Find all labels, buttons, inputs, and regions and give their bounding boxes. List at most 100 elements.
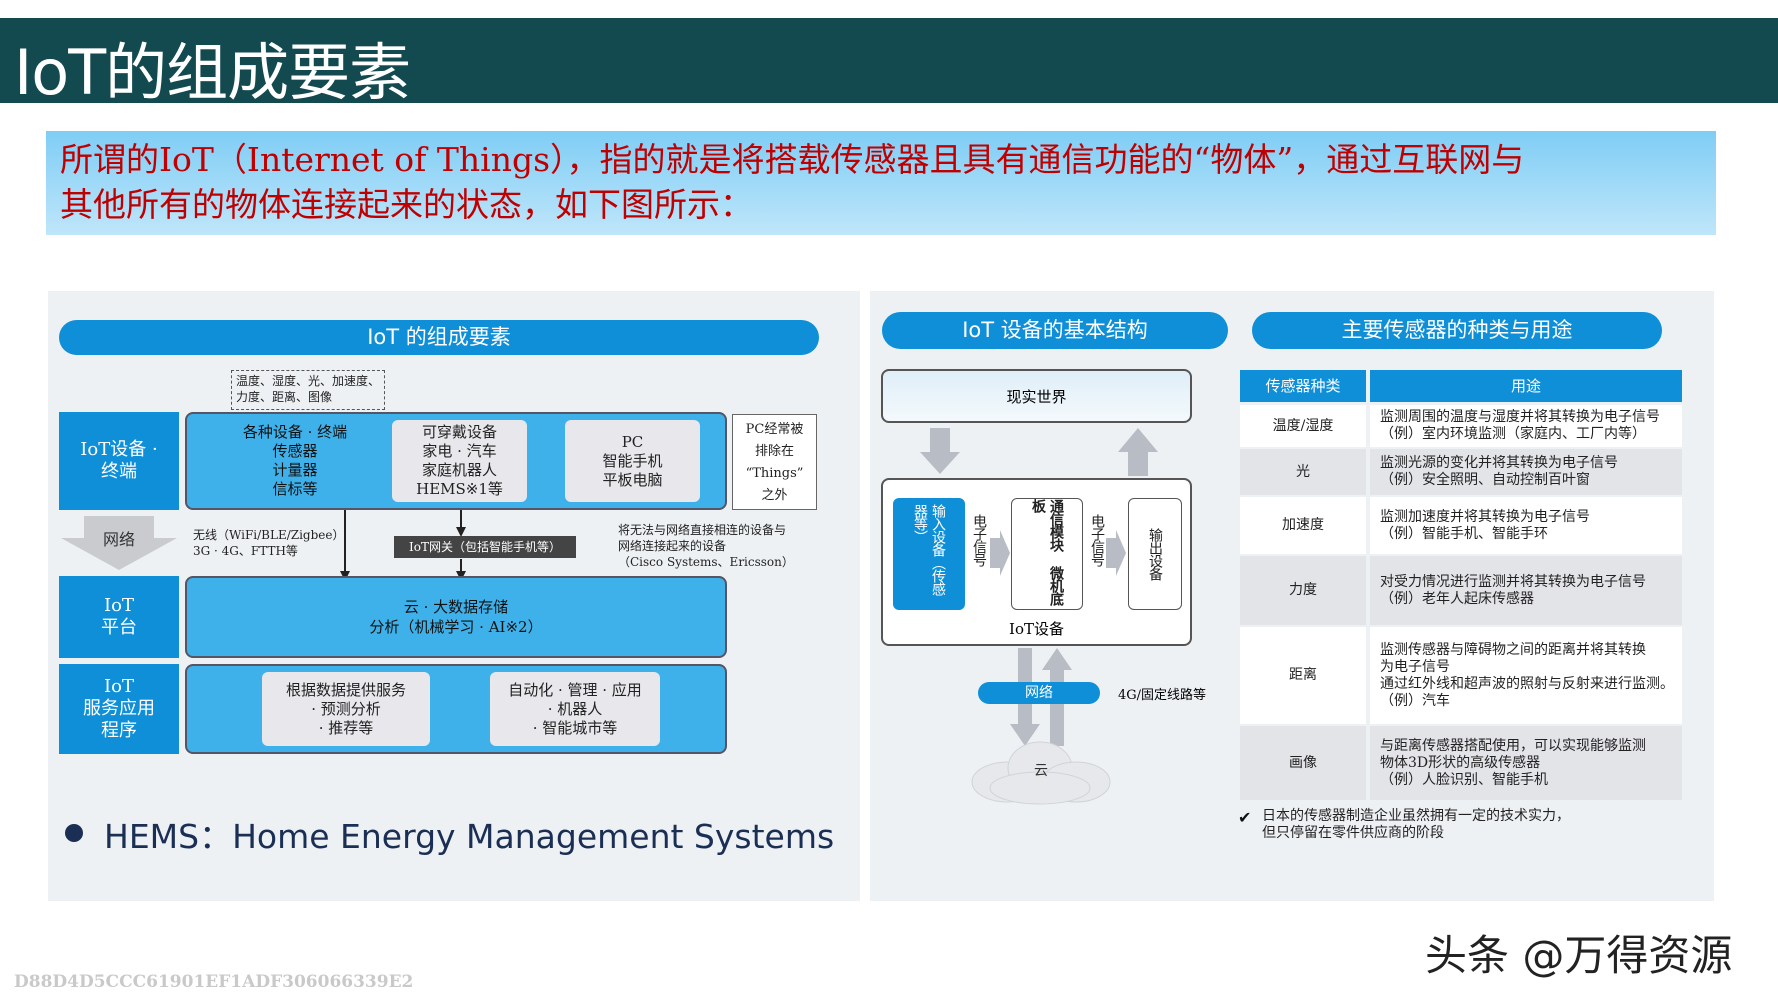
- device-box-line: HEMS※1等: [416, 480, 503, 498]
- sensor-note-line: 但只停留在零件供应商的阶段: [1262, 825, 1444, 841]
- device-box-line: 家电 · 汽车: [422, 442, 497, 460]
- page-title: IoT的组成要素: [14, 36, 411, 109]
- sensor-use-line: 与距离传感器搭配使用，可以实现能够监测: [1380, 737, 1646, 754]
- cloud-line: 云 · 大数据存储: [403, 598, 509, 616]
- sensor-use-line: 监测周围的温度与湿度并将其转换为电子信号: [1380, 409, 1660, 425]
- device-box-line: PC: [621, 432, 644, 451]
- row-label-network: 网络: [102, 530, 135, 549]
- signal-label-2: 电子信号: [1089, 514, 1105, 566]
- network-arrow-icon: [61, 516, 177, 570]
- sensor-use-line: （例）汽车: [1380, 692, 1450, 709]
- sensor-type-cell: 加速度: [1240, 497, 1366, 554]
- sensor-use-cell: 监测加速度并将其转换为电子信号（例）智能手机、智能手环: [1370, 497, 1682, 554]
- iot-components-title: IoT 的组成要素: [59, 320, 819, 355]
- hash-code: D88D4D5CCC61901EF1ADF306066339E2: [14, 972, 414, 992]
- table-header-use: 用途: [1370, 370, 1682, 402]
- pc-note-line: PC经常被: [745, 422, 804, 437]
- gateway-note-line: 将无法与网络直接相连的设备与: [618, 523, 787, 537]
- network-note: 4G/固定线路等: [1118, 688, 1207, 703]
- check-icon: ✔: [1238, 808, 1252, 827]
- device-box-line: 传感器: [272, 442, 318, 460]
- device-structure-title: IoT 设备的基本结构: [882, 312, 1228, 349]
- signal-arrow-1-icon: [990, 530, 1010, 576]
- gateway-note: 将无法与网络直接相连的设备与 网络连接起来的设备 （Cisco Systems、…: [618, 522, 828, 570]
- real-world-box: 现实世界: [881, 369, 1192, 423]
- service-box-line: · 智能城市等: [532, 718, 618, 737]
- service-box-data: 根据数据提供服务 · 预测分析 · 推荐等: [262, 672, 430, 746]
- row-label-text: IoT: [104, 676, 134, 697]
- sensor-types-title: 主要传感器的种类与用途: [1252, 312, 1662, 349]
- sensor-type-cell: 距离: [1240, 627, 1366, 724]
- sensor-use-line: 对受力情况进行监测并将其转换为电子信号: [1380, 573, 1646, 590]
- device-box-line: 智能手机: [602, 451, 663, 470]
- sensor-use-line: （例）智能手机、智能手环: [1380, 525, 1548, 542]
- intro-box: 所谓的IoT（Internet of Things），指的就是将搭载传感器且具有…: [46, 131, 1716, 235]
- sensor-note-line: 温度、湿度、光、加速度、: [236, 374, 381, 388]
- service-box-line: · 推荐等: [318, 718, 374, 737]
- gateway-box: IoT网关（包括智能手机等）: [394, 536, 576, 558]
- bullet-icon: [65, 824, 83, 842]
- sensor-type-cell: 力度: [1240, 556, 1366, 625]
- wireless-note: 无线（WiFi/BLE/Zigbee） 3G · 4G、FTTH等: [193, 527, 353, 559]
- sensor-use-line: （例）老年人起床传感器: [1380, 590, 1534, 607]
- gateway-note-line: 网络连接起来的设备: [618, 539, 727, 553]
- output-device-box: 输出设备: [1128, 498, 1182, 610]
- sensor-note-line: 日本的传感器制造企业虽然拥有一定的技术实力，: [1262, 808, 1570, 824]
- module-box: 通信模块 微机底板: [1011, 498, 1083, 610]
- device-box-line: 计量器: [272, 461, 318, 479]
- sensor-use-line: 监测光源的变化并将其转换为电子信号: [1380, 455, 1618, 471]
- sensor-use-line: （例）安全照明、自动控制百叶窗: [1380, 472, 1590, 488]
- platform-band: 云 · 大数据存储 分析（机械学习 · AI※2）: [185, 576, 727, 658]
- input-device-box: 输入设备（传感器等）: [893, 498, 965, 610]
- device-box-line: 平板电脑: [602, 470, 663, 489]
- device-box-line: 信标等: [272, 480, 318, 498]
- cloud-label: 云: [1034, 763, 1048, 779]
- sensor-use-cell: 监测传感器与障碍物之间的距离并将其转换为电子信号通过红外线和超声波的照射与反射来…: [1370, 627, 1682, 724]
- sensor-use-line: 监测传感器与障碍物之间的距离并将其转换: [1380, 641, 1646, 658]
- service-box-line: 根据数据提供服务: [285, 680, 406, 699]
- pc-note-line: 排除在: [754, 444, 794, 459]
- watermark: 头条 @万得资源: [1425, 931, 1733, 980]
- device-box-line: 可穿戴设备: [421, 423, 497, 441]
- sensor-type-cell: 光: [1240, 449, 1366, 495]
- network-pill: 网络: [978, 682, 1100, 704]
- sensor-note: 日本的传感器制造企业虽然拥有一定的技术实力， 但只停留在零件供应商的阶段: [1262, 808, 1702, 842]
- row-label-text: 平台: [101, 617, 137, 638]
- sensor-note: 温度、湿度、光、加速度、 力度、距离、图像: [231, 370, 385, 410]
- device-box-line: 各种设备 · 终端: [242, 423, 348, 441]
- signal-arrow-2-icon: [1106, 530, 1126, 576]
- row-label-device: IoT设备 · 终端: [59, 412, 179, 510]
- pc-note-line: “Things”: [745, 466, 804, 481]
- sensor-use-line: 监测加速度并将其转换为电子信号: [1380, 508, 1590, 525]
- device-box-line: 家庭机器人: [421, 461, 497, 479]
- sensor-use-line: （例）人脸识别、智能手机: [1380, 771, 1548, 788]
- table-header-type: 传感器种类: [1240, 370, 1366, 402]
- sensor-type-cell: 温度/湿度: [1240, 405, 1366, 447]
- title-bar: [0, 18, 1778, 103]
- service-box-line: 自动化 · 管理 · 应用: [508, 680, 642, 699]
- gateway-note-line: （Cisco Systems、Ericsson）: [618, 555, 794, 569]
- iot-device-label: IoT设备: [1009, 620, 1064, 638]
- pc-note: PC经常被 排除在 “Things” 之外: [732, 414, 817, 510]
- row-label-text: IoT: [104, 595, 134, 616]
- device-box-wearable: 可穿戴设备 家电 · 汽车 家庭机器人 HEMS※1等: [392, 420, 527, 502]
- sensor-use-line: 物体3D形状的高级传感器: [1380, 754, 1541, 771]
- input-output-arrows-icon: [920, 428, 1158, 476]
- row-label-service: IoT 服务应用 程序: [59, 664, 179, 754]
- device-box-various: 各种设备 · 终端 传感器 计量器 信标等: [215, 420, 375, 502]
- sensor-use-line: （例）室内环境监测（家庭内、工厂内等）: [1380, 426, 1646, 442]
- row-label-text: 服务应用: [83, 698, 155, 719]
- service-box-line: · 预测分析: [311, 699, 381, 718]
- service-box-automation: 自动化 · 管理 · 应用 · 机器人 · 智能城市等: [490, 672, 660, 746]
- row-label-text: IoT设备 ·: [80, 439, 158, 460]
- service-box-line: · 机器人: [547, 699, 603, 718]
- hems-footnote: HEMS：Home Energy Management Systems: [104, 817, 835, 856]
- pc-note-line: 之外: [761, 488, 788, 503]
- sensor-use-cell: 与距离传感器搭配使用，可以实现能够监测物体3D形状的高级传感器（例）人脸识别、智…: [1370, 726, 1682, 800]
- intro-line-2: 其他所有的物体连接起来的状态，如下图所示：: [60, 185, 753, 224]
- device-box-pc: PC 智能手机 平板电脑: [565, 420, 700, 502]
- intro-line-1: 所谓的IoT（Internet of Things），指的就是将搭载传感器且具有…: [60, 140, 1525, 179]
- wireless-note-line: 3G · 4G、FTTH等: [193, 544, 298, 558]
- signal-label-1: 电子信号: [971, 514, 987, 566]
- sensor-type-cell: 画像: [1240, 726, 1366, 800]
